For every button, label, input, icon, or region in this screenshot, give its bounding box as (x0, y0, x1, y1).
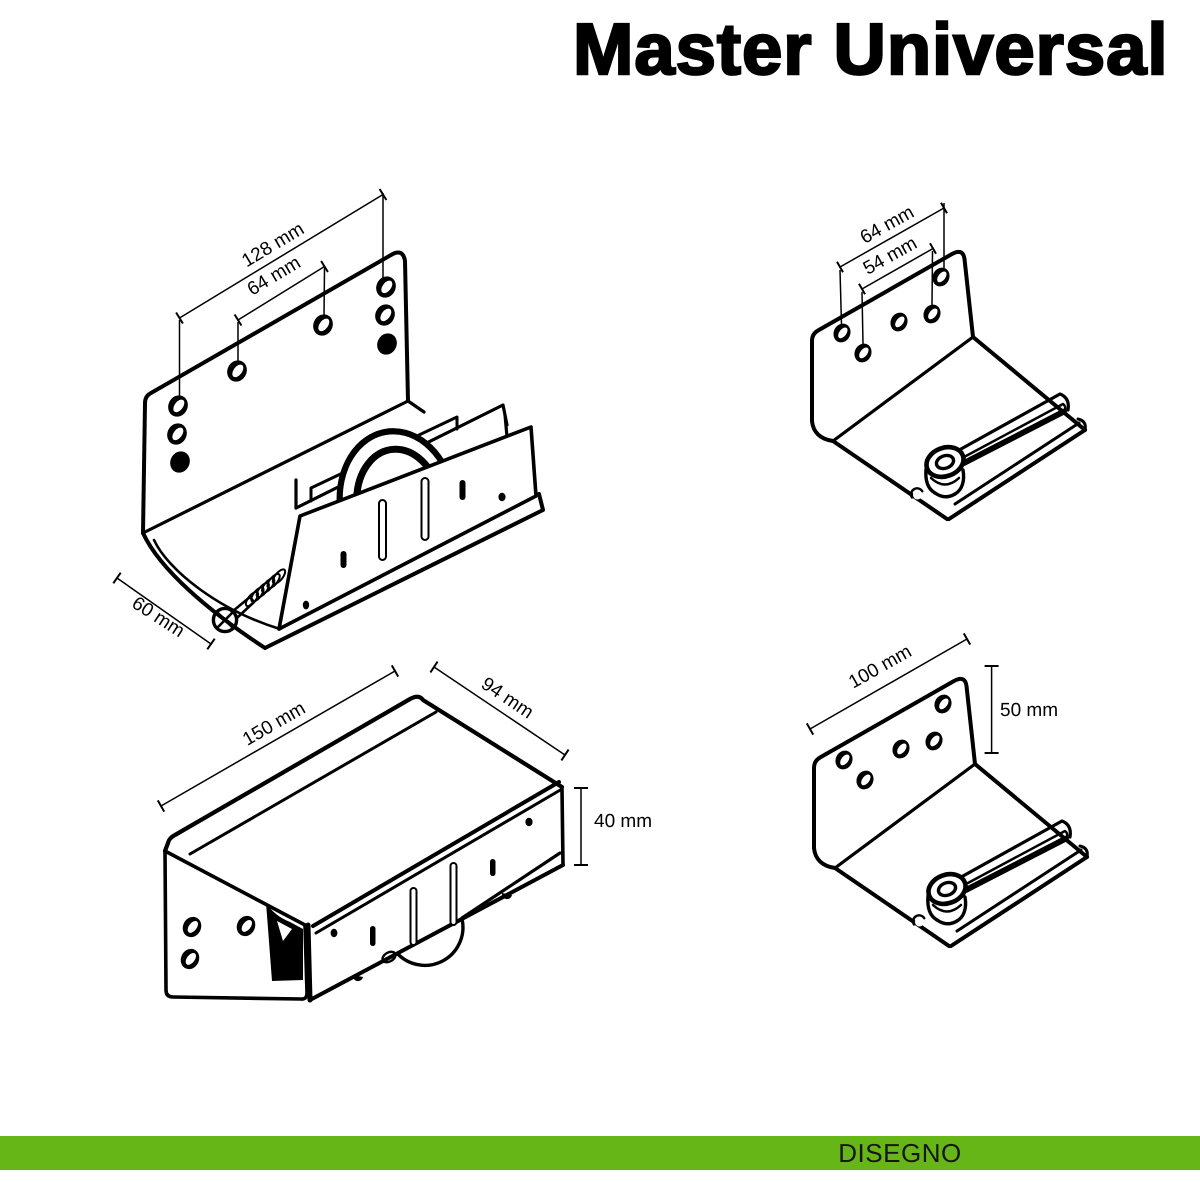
svg-text:Master Universal: Master Universal (573, 9, 1168, 90)
svg-text:40 mm: 40 mm (594, 811, 652, 832)
svg-text:DISEGNO: DISEGNO (838, 1138, 961, 1168)
svg-text:50 mm: 50 mm (1000, 700, 1058, 721)
